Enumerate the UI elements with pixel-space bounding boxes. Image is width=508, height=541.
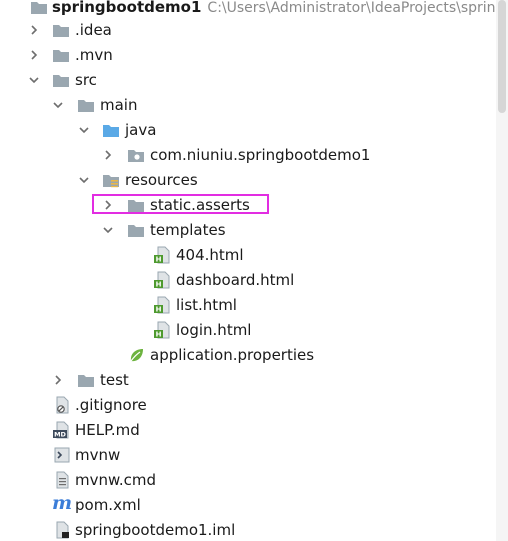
folder-icon (30, 0, 48, 16)
shell-script-icon (53, 446, 71, 464)
markdown-file-icon: MD (53, 421, 71, 439)
html-file-icon: H (153, 321, 171, 339)
folder-icon (52, 71, 70, 89)
vertical-scrollbar[interactable] (496, 0, 508, 541)
tree-item-label: login.html (176, 321, 252, 339)
tree-item-label: templates (150, 221, 226, 239)
html-file-icon: H (153, 271, 171, 289)
tree-row-404-html[interactable]: H 404.html (0, 243, 496, 267)
tree-item-label: resources (125, 171, 198, 189)
chevron-right-icon[interactable] (100, 193, 116, 217)
text-file-icon (53, 471, 71, 489)
tree-item-label: com.niuniu.springbootdemo1 (150, 146, 371, 164)
tree-item-label: HELP.md (75, 421, 140, 439)
project-path: C:\Users\Administrator\IdeaProjects\spri… (207, 0, 496, 16)
chevron-down-icon[interactable] (76, 118, 92, 142)
svg-text:H: H (156, 281, 162, 289)
tree-row-mvnw-cmd[interactable]: mvnw.cmd (0, 468, 496, 492)
spring-leaf-icon (127, 346, 145, 364)
svg-text:H: H (156, 306, 162, 314)
chevron-right-icon[interactable] (26, 43, 42, 67)
folder-icon (52, 21, 70, 39)
html-file-icon: H (153, 296, 171, 314)
tree-item-label: mvnw (75, 446, 121, 464)
tree-item-label: application.properties (150, 346, 315, 364)
tree-row-mvnw[interactable]: mvnw (0, 443, 496, 467)
chevron-down-icon[interactable] (76, 168, 92, 192)
tree-item-label: static.asserts (150, 196, 250, 214)
tree-row-java[interactable]: java (0, 118, 496, 142)
project-tree: springbootdemo1 C:\Users\Administrator\Id… (0, 0, 496, 541)
tree-row-list-html[interactable]: H list.html (0, 293, 496, 317)
tree-item-label: list.html (176, 296, 237, 314)
tree-item-label: .idea (75, 21, 112, 39)
maven-icon: m (52, 492, 73, 514)
project-name: springbootdemo1 (52, 0, 202, 16)
chevron-right-icon[interactable] (26, 18, 42, 42)
tree-row-application-properties[interactable]: application.properties (0, 343, 496, 367)
folder-icon (127, 196, 145, 214)
tree-row-iml[interactable]: springbootdemo1.iml (0, 518, 496, 541)
chevron-down-icon[interactable] (26, 68, 42, 92)
tree-row-main[interactable]: main (0, 93, 496, 117)
tree-item-label: main (100, 96, 138, 114)
tree-row-login-html[interactable]: H login.html (0, 318, 496, 342)
tree-item-label: pom.xml (75, 496, 141, 514)
tree-row-resources[interactable]: resources (0, 168, 496, 192)
tree-item-label: test (100, 371, 129, 389)
tree-row-gitignore[interactable]: .gitignore (0, 393, 496, 417)
tree-row-pom-xml[interactable]: m pom.xml (0, 493, 496, 517)
tree-item-label: src (75, 71, 97, 89)
tree-row-package[interactable]: com.niuniu.springbootdemo1 (0, 143, 496, 167)
resources-folder-icon (102, 171, 120, 189)
tree-row-help-md[interactable]: MD HELP.md (0, 418, 496, 442)
folder-icon (77, 371, 95, 389)
module-file-icon (53, 521, 71, 539)
chevron-right-icon[interactable] (50, 368, 66, 392)
tree-row-static-asserts[interactable]: static.asserts (0, 193, 496, 217)
tree-row-templates[interactable]: templates (0, 218, 496, 242)
chevron-down-icon[interactable] (50, 93, 66, 117)
tree-row-root[interactable]: springbootdemo1 C:\Users\Administrator\Id… (0, 0, 496, 19)
tree-row-dashboard-html[interactable]: H dashboard.html (0, 268, 496, 292)
source-folder-icon (102, 121, 120, 139)
scrollbar-thumb[interactable] (498, 0, 506, 113)
tree-row-test[interactable]: test (0, 368, 496, 392)
tree-row-idea[interactable]: .idea (0, 18, 496, 42)
tree-row-src[interactable]: src (0, 68, 496, 92)
tree-item-label: mvnw.cmd (75, 471, 157, 489)
ignore-file-icon (53, 396, 71, 414)
tree-item-label: .gitignore (75, 396, 147, 414)
svg-text:MD: MD (54, 431, 66, 439)
svg-text:H: H (156, 256, 162, 264)
tree-item-label: dashboard.html (176, 271, 295, 289)
tree-item-label: java (125, 121, 157, 139)
tree-item-label: .mvn (75, 46, 113, 64)
svg-text:H: H (156, 331, 162, 339)
html-file-icon: H (153, 246, 171, 264)
tree-item-label: springbootdemo1.iml (75, 521, 236, 539)
package-icon (127, 146, 145, 164)
tree-row-mvn[interactable]: .mvn (0, 43, 496, 67)
folder-icon (52, 46, 70, 64)
selection-highlight-box (92, 194, 269, 214)
tree-item-label: 404.html (176, 246, 244, 264)
folder-icon (77, 96, 95, 114)
chevron-down-icon[interactable] (100, 218, 116, 242)
folder-icon (127, 221, 145, 239)
chevron-right-icon[interactable] (100, 143, 116, 167)
